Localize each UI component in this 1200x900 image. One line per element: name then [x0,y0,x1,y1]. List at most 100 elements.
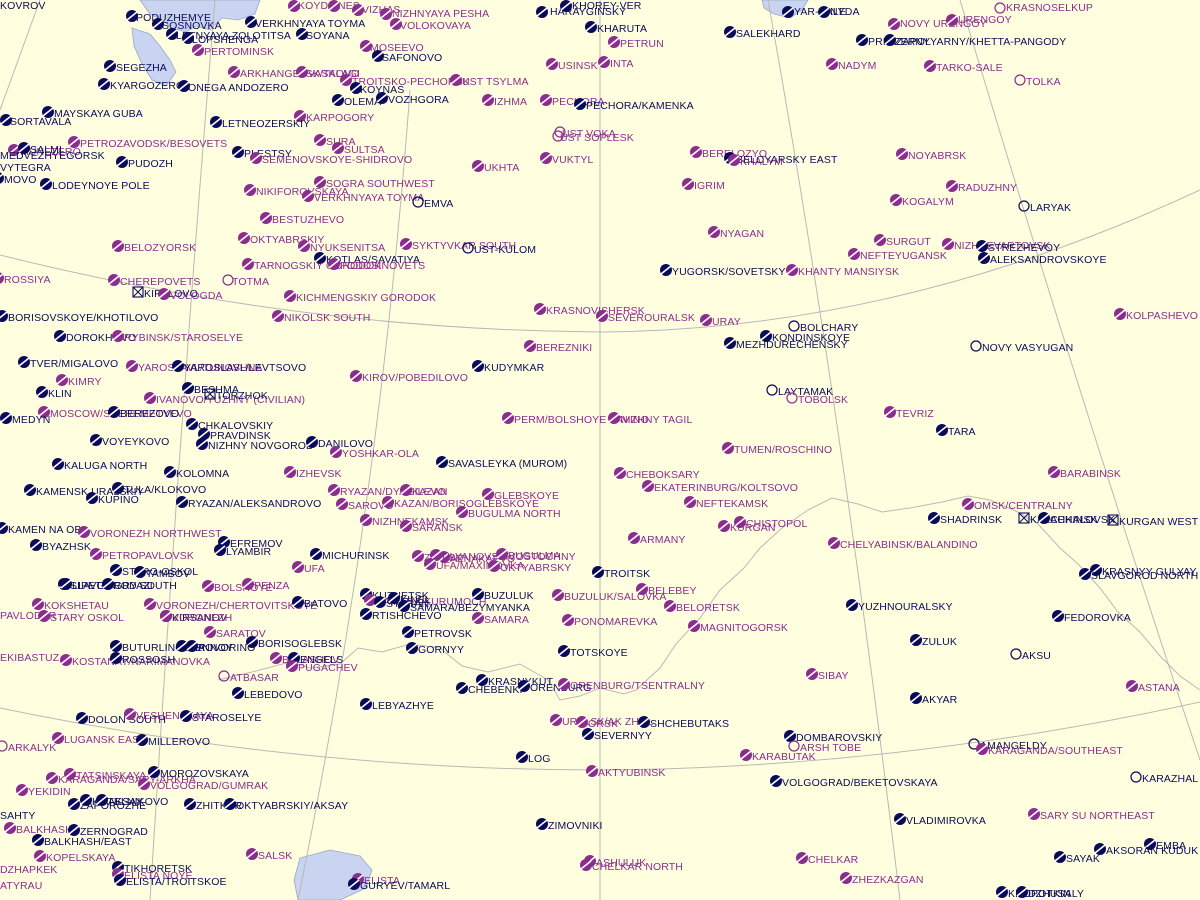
navy-airport-with-runway-icon[interactable] [132,564,148,580]
magenta-airport-with-runway-icon[interactable] [804,666,820,682]
airport-kuznetsk[interactable]: KUZNETSK [360,588,429,602]
unattended-airport-circle-icon[interactable] [786,738,802,754]
magenta-airport-with-runway-icon[interactable] [470,158,486,174]
navy-airport-with-runway-icon[interactable] [976,250,992,266]
airport-samara[interactable]: SAMARA [472,612,529,626]
airport-atyrau[interactable]: ATYRAU [0,880,42,892]
airport-tula-klokovo[interactable]: TULA/KLOKOVO [112,482,206,496]
navy-airport-with-runway-icon[interactable] [534,4,550,20]
unattended-airport-circle-icon[interactable] [1008,646,1024,662]
magenta-airport-with-runway-icon[interactable] [122,706,138,722]
navy-airport-with-runway-icon[interactable] [50,456,66,472]
navy-airport-with-runway-icon[interactable] [164,26,180,42]
airport-ryazan-dyagilevo[interactable]: RYAZAN/DYAGILEVO [328,484,446,498]
airport-lyambir[interactable]: LYAMBIR [214,544,271,558]
magenta-airport-with-runway-icon[interactable] [32,848,48,864]
navy-airport-with-runway-icon[interactable] [212,542,228,558]
airport-barabinsk[interactable]: BARABINSK [1048,466,1121,480]
navy-airport-with-runway-icon[interactable] [636,714,652,730]
airport-moseevo[interactable]: MOSEEVO [360,40,424,54]
magenta-airport-with-runway-icon[interactable] [76,524,92,540]
magenta-airport-with-runway-icon[interactable] [330,140,346,156]
navy-airport-with-runway-icon[interactable] [1088,562,1104,578]
unattended-airport-circle-icon[interactable] [220,272,236,288]
navy-airport-with-runway-icon[interactable] [114,154,130,170]
navy-airport-with-runway-icon[interactable] [0,308,10,324]
airport-kolpashevo[interactable]: KOLPASHEVO [1114,308,1198,322]
airport-staroselye[interactable]: STAROSELYE [180,710,261,724]
magenta-airport-with-runway-icon[interactable] [846,246,862,262]
navy-airport-with-runway-icon[interactable] [22,482,38,498]
magenta-airport-with-runway-icon[interactable] [872,232,888,248]
airport-nyda[interactable]: NYDA [818,6,860,18]
airport-khanty-mansiysk[interactable]: KHANTY MANSIYSK [786,264,899,278]
magenta-airport-with-runway-icon[interactable] [550,587,566,603]
navy-airport-with-runway-icon[interactable] [230,144,246,160]
navy-airport-with-runway-icon[interactable] [854,32,870,48]
magenta-airport-with-runway-icon[interactable] [362,592,378,608]
airport-sibay[interactable]: SIBAY [806,668,849,682]
magenta-airport-with-runway-icon[interactable] [686,618,702,634]
navy-airport-with-runway-icon[interactable] [84,490,100,506]
airport-berezniki[interactable]: BEREZNIKI [524,340,592,354]
airport-emba[interactable]: EMBA [1144,838,1186,852]
airport-chelkar-north[interactable]: CHELKAR NORTH [580,859,683,873]
airport-balkhash-east[interactable]: BALKHASH/EAST [32,834,132,848]
airport-bugulma[interactable]: BUGULMA [496,548,561,562]
magenta-airport-with-runway-icon[interactable] [960,496,976,512]
airport-novy-vasyugan[interactable]: NOVY VASYUGAN [970,340,1073,354]
magenta-airport-with-runway-icon[interactable] [548,712,564,728]
navy-airport-with-runway-icon[interactable] [178,708,194,724]
airport-bolchary[interactable]: BOLCHARY [788,320,858,334]
magenta-airport-with-runway-icon[interactable] [14,782,30,798]
airport-munezero[interactable]: MUNEZERO [8,144,81,158]
navy-airport-with-runway-icon[interactable] [722,335,738,351]
airport-neftekamsk[interactable]: NEFTEKAMSK [684,496,768,510]
magenta-airport-with-runway-icon[interactable] [974,741,990,757]
unattended-airport-circle-icon[interactable] [1016,198,1032,214]
airport-ust-tsylma[interactable]: UST TSYLMA [450,74,529,88]
navy-airport-with-runway-icon[interactable] [516,678,532,694]
navy-airport-with-runway-icon[interactable] [196,426,212,442]
airport-zimovniki[interactable]: ZIMOVNIKI [536,818,603,832]
navy-airport-with-runway-icon[interactable] [580,726,596,742]
airport-kondinskoye[interactable]: KONDINSKOYE [760,330,850,344]
navy-airport-with-runway-icon[interactable] [312,250,328,266]
airport-voronezh-chertovitskoye[interactable]: VORONEZH/CHERTOVITSKOYE [144,598,317,612]
magenta-airport-with-runway-icon[interactable] [282,464,298,480]
magenta-airport-with-runway-icon[interactable] [312,174,328,190]
airport-balkhash[interactable]: BALKHASH [4,822,73,836]
airport-ufa-maximovka[interactable]: UFA/MAXIMOVKA [424,558,524,572]
magenta-airport-with-runway-icon[interactable] [54,372,70,388]
airport-yuzhnouralsky[interactable]: YUZHNOURALSKY [846,599,953,613]
navy-airport-with-runway-icon[interactable] [94,792,110,808]
magenta-airport-with-runway-icon[interactable] [226,64,242,80]
airport-letneozerskiy[interactable]: LETNEOZERSKIY [210,116,310,130]
airport-buzuluk[interactable]: BUZULUK [472,588,534,602]
airport-petropavlovsk[interactable]: PETROPAVLOVSK [90,548,194,562]
navy-airport-with-runway-icon[interactable] [816,4,832,20]
navy-airport-with-runway-icon[interactable] [244,634,260,650]
airport-belebey[interactable]: BELEBEY [636,583,697,597]
airport-sortavala[interactable]: SORTAVALA [0,114,71,128]
magenta-airport-with-runway-icon[interactable] [6,142,22,158]
navy-airport-with-runway-icon[interactable] [150,16,166,32]
airport-kirov-pobedilovo[interactable]: KIROV/POBEDILOVO [350,370,468,384]
magenta-airport-with-runway-icon[interactable] [0,648,2,664]
unattended-airport-circle-icon[interactable] [968,338,984,354]
airport-kotlas-savatiya[interactable]: KOTLAS/SAVATIYA [314,252,420,266]
airport-batovo[interactable]: BATOVO [292,596,347,610]
magenta-airport-with-runway-icon[interactable] [640,478,656,494]
magenta-airport-with-runway-icon[interactable] [882,404,898,420]
magenta-airport-with-runway-icon[interactable] [494,546,510,562]
navy-airport-with-runway-icon[interactable] [400,624,416,640]
navy-airport-with-runway-icon[interactable] [470,586,486,602]
navy-airport-with-runway-icon[interactable] [396,598,412,614]
navy-airport-with-runway-icon[interactable] [194,436,210,452]
navy-airport-with-runway-icon[interactable] [358,696,374,712]
navy-airport-with-runway-icon[interactable] [474,672,490,688]
magenta-airport-with-runway-icon[interactable] [36,404,52,420]
navy-airport-with-runway-icon[interactable] [370,48,386,64]
airport-movo[interactable]: MOVO [0,172,37,186]
magenta-airport-with-runway-icon[interactable] [50,730,66,746]
